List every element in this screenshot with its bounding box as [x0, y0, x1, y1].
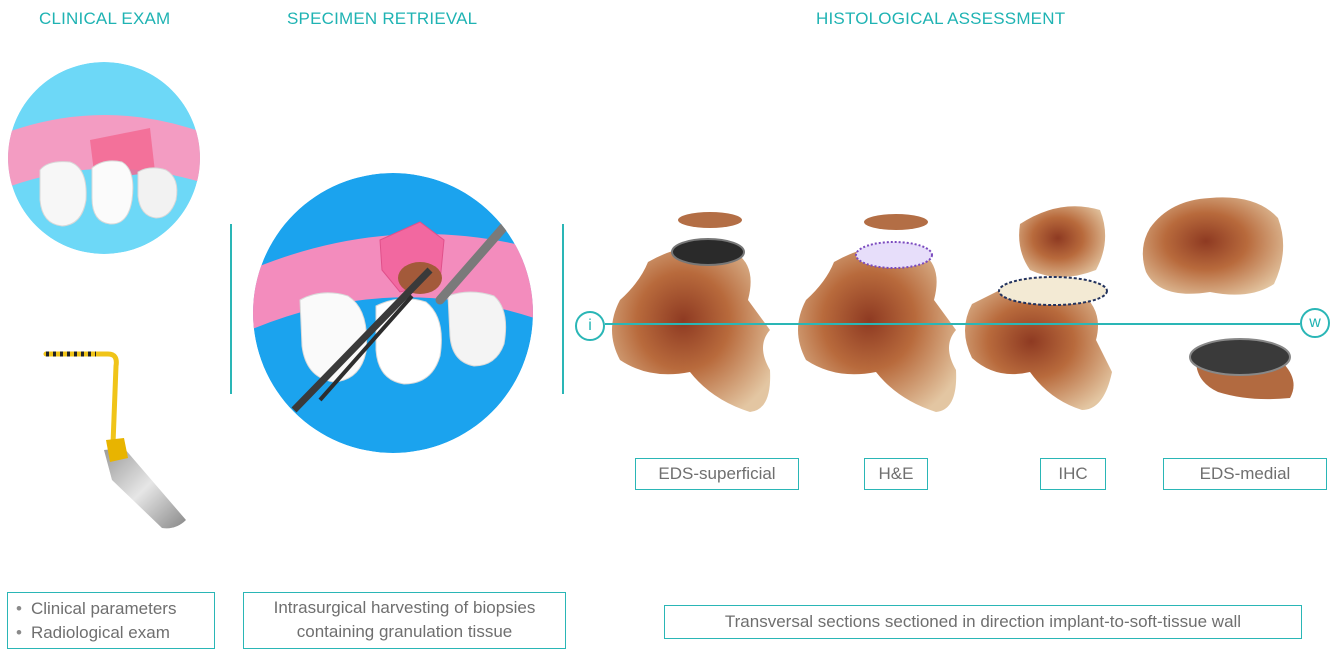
- specimen-he: [798, 214, 956, 412]
- list-item: •Radiological exam: [16, 621, 206, 645]
- section-label-eds-medial: EDS-medial: [1163, 458, 1327, 490]
- list-item: •Clinical parameters: [16, 597, 206, 621]
- specimen-retrieval-illustration: [250, 173, 540, 453]
- axis-end-marker: w: [1300, 308, 1330, 338]
- axis-start-marker: i: [575, 311, 605, 341]
- histology-description: Transversal sections sectioned in direct…: [664, 605, 1302, 639]
- specimen-retrieval-description: Intrasurgical harvesting of biopsies con…: [243, 592, 566, 649]
- specimen-eds-superficial: [612, 212, 770, 412]
- section-label-he: H&E: [864, 458, 928, 490]
- periodontal-probe-illustration: [46, 354, 186, 528]
- section-label-eds-superficial: EDS-superficial: [635, 458, 799, 490]
- specimen-ihc: [965, 206, 1112, 410]
- section-label-ihc: IHC: [1040, 458, 1106, 490]
- clinical-teeth-illustration: [0, 62, 210, 254]
- clinical-exam-list: •Clinical parameters •Radiological exam: [7, 592, 215, 649]
- specimen-eds-medial: [1143, 197, 1294, 399]
